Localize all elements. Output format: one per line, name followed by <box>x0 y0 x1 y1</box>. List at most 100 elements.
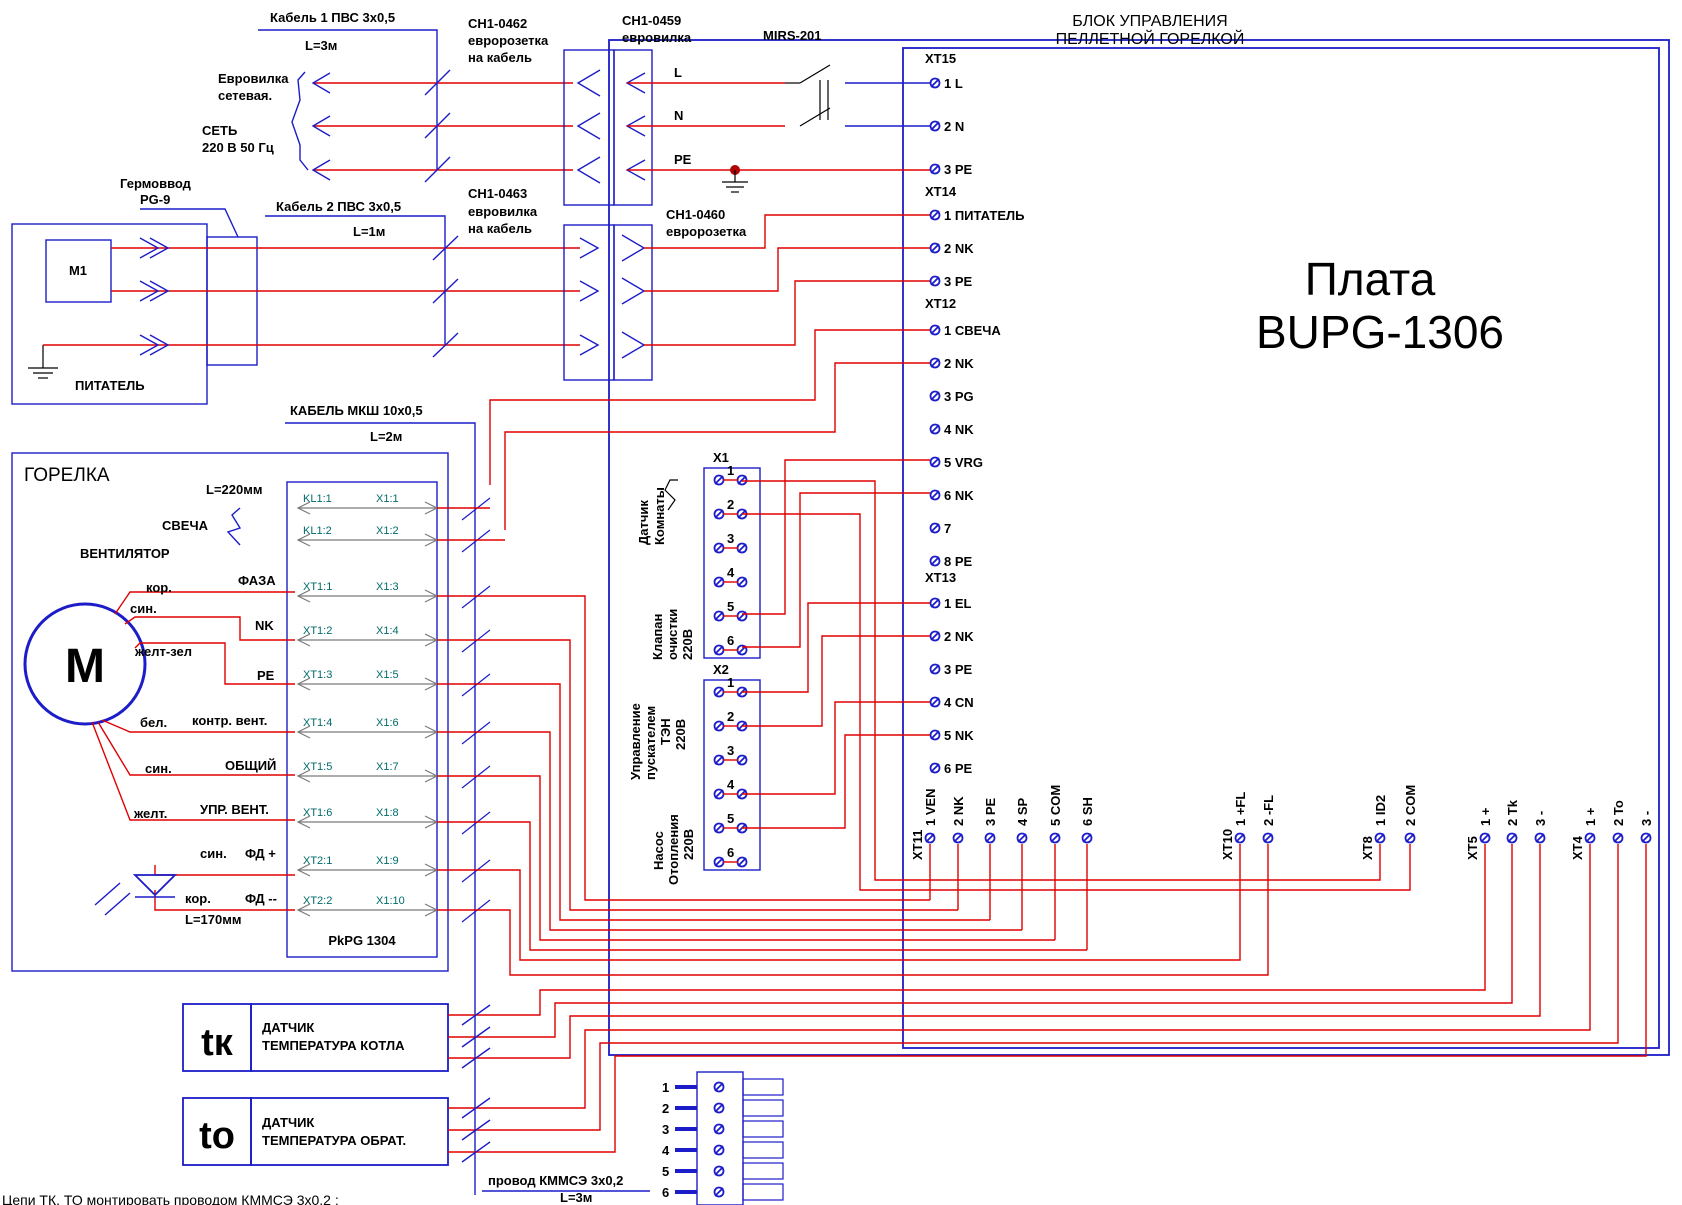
xt13-pin-label: 1 EL <box>944 596 972 611</box>
mains-plug-1: Евровилка <box>218 71 289 86</box>
xt12-pin-label: 1 СВЕЧА <box>944 323 1001 338</box>
terminal-screw-icon <box>713 1165 725 1177</box>
x1-label-a: Датчик Комнаты <box>636 487 667 545</box>
cable2-leader <box>265 215 446 345</box>
svg-text:220В: 220В <box>681 829 696 860</box>
fan-label: ВЕНТИЛЯТОР <box>80 546 170 561</box>
pkpg-row-left-label: XT1:6 <box>303 807 332 819</box>
terminal-screw-icon <box>929 77 941 89</box>
pkpg-row-right-label: X1:8 <box>376 807 399 819</box>
terminal-screw-icon <box>713 1144 725 1156</box>
signal-fan-control: контр. вент. <box>192 713 267 728</box>
bottom-pin-label: 2 To <box>1611 800 1626 826</box>
wire-sin: син. <box>130 601 157 616</box>
x1-pin-number: 6 <box>727 633 734 648</box>
tb-pin-number: 3 <box>662 1122 669 1137</box>
mksh-cable-length: L=2м <box>370 429 402 444</box>
signal-nk: NK <box>255 618 274 633</box>
xt12-pin-label: 2 NK <box>944 356 974 371</box>
xt15-pin-label: 3 PE <box>944 162 973 177</box>
xt14-pin-label: 1 ПИТАТЕЛЬ <box>944 208 1024 223</box>
svg-text:XT12: XT12 <box>925 296 956 311</box>
x2-pin-number: 6 <box>727 845 734 860</box>
ch0460-line-1: СН1-0460 <box>666 207 725 222</box>
signal-fd-plus: ФД + <box>245 846 276 861</box>
feeder-motor-label: М1 <box>69 263 87 278</box>
bottom-group-name: XT5 <box>1465 836 1480 860</box>
mksh-cable-name: КАБЕЛЬ МКШ 10х0,5 <box>290 403 423 418</box>
xt13-pin-label: 5 NK <box>944 728 974 743</box>
bottom-pin-label: 1 + <box>1478 807 1493 826</box>
x1-pin-number: 1 <box>727 463 734 478</box>
svg-text:пускателем: пускателем <box>643 706 658 780</box>
bottom-pin-label: 2 -FL <box>1261 795 1276 826</box>
signal-fan-drive: УПР. ВЕНТ. <box>200 802 269 817</box>
ch0459-line-1: СН1-0459 <box>622 13 681 28</box>
bottom-group-name: XT8 <box>1360 836 1375 860</box>
terminal-screw-icon <box>1534 832 1546 844</box>
pkpg-row-right-label: X1:2 <box>376 525 399 537</box>
ch0459-plug <box>613 49 653 206</box>
terminal-screw-icon <box>1049 832 1061 844</box>
bottom-pin-label: 2 COM <box>1403 785 1418 826</box>
svg-text:XT14: XT14 <box>925 184 957 199</box>
pkpg-row-left-label: XT1:5 <box>303 761 332 773</box>
board-frame <box>902 47 1660 1049</box>
terminal-screw-icon <box>1612 832 1624 844</box>
wire-yellow: желт. <box>133 806 167 821</box>
tb-pin-number: 1 <box>662 1080 669 1095</box>
pkpg-board <box>286 481 438 958</box>
x2-name: X2 <box>713 662 729 677</box>
board-title-2: BUPG-1306 <box>1256 306 1504 358</box>
bottom-pin-label: 3 - <box>1639 811 1654 826</box>
x1-pin-number: 3 <box>727 531 734 546</box>
bottom-pin-label: 3 PE <box>983 797 998 826</box>
pkpg-row-left-label: XT2:1 <box>303 855 332 867</box>
board-title-1: Плата <box>1305 253 1436 305</box>
block-title-2: ПЕЛЛЕТНОЙ ГОРЕЛКОЙ <box>1056 29 1245 48</box>
pkpg-row-right-label: X1:5 <box>376 669 399 681</box>
mirs-switch <box>785 64 930 127</box>
x1-block <box>703 467 761 659</box>
pkpg-board-label: PkPG 1304 <box>328 933 396 948</box>
terminal-screw-icon <box>929 209 941 221</box>
terminal-screw-icon <box>929 555 941 567</box>
svg-text:Управление: Управление <box>628 703 643 780</box>
ch0463-contacts <box>579 214 930 359</box>
svg-text:XT13: XT13 <box>925 570 956 585</box>
terminal-screw-icon <box>929 423 941 435</box>
wire-fd-sin: син. <box>200 846 227 861</box>
x1-pin-number: 2 <box>727 497 734 512</box>
ch0463-line-2: евровилка <box>468 204 538 219</box>
cable2-length: L=1м <box>353 224 385 239</box>
bottom-pin-label: 1 VEN <box>923 788 938 826</box>
terminal-screw-icon <box>1081 832 1093 844</box>
pkpg-row-left-label: XT1:2 <box>303 625 332 637</box>
mains-plug-2: сетевая. <box>218 88 272 103</box>
wire-fd-kor: кор. <box>185 891 211 906</box>
line-pe: PE <box>674 152 692 167</box>
mirs-label: MIRS-201 <box>763 28 822 43</box>
terminal-screw-icon <box>929 630 941 642</box>
bottom-group-name: XT4 <box>1570 835 1585 860</box>
mains-wires <box>311 69 573 183</box>
tk-label-1: ДАТЧИК <box>262 1020 314 1035</box>
candle-icon <box>226 507 242 546</box>
terminal-screw-icon <box>929 456 941 468</box>
pkpg-row-left-label: KL1:1 <box>303 493 332 505</box>
x2-block <box>703 679 761 871</box>
feeder-motor-box <box>45 239 112 303</box>
xt13-pin-label: 3 PE <box>944 662 973 677</box>
terminal-screw-icon <box>713 1102 725 1114</box>
bottom-pin-label: 2 NK <box>951 796 966 826</box>
xt12-pin-label: 5 VRG <box>944 455 983 470</box>
svg-text:очистки: очистки <box>665 609 680 660</box>
cable1-leader <box>258 29 438 170</box>
x1-label-b: Клапан очистки 220В <box>650 609 695 660</box>
xt14-pin-label: 3 PE <box>944 274 973 289</box>
bottom-pin-label: 3 - <box>1533 811 1548 826</box>
pkpg-row-right-label: X1:4 <box>376 625 399 637</box>
